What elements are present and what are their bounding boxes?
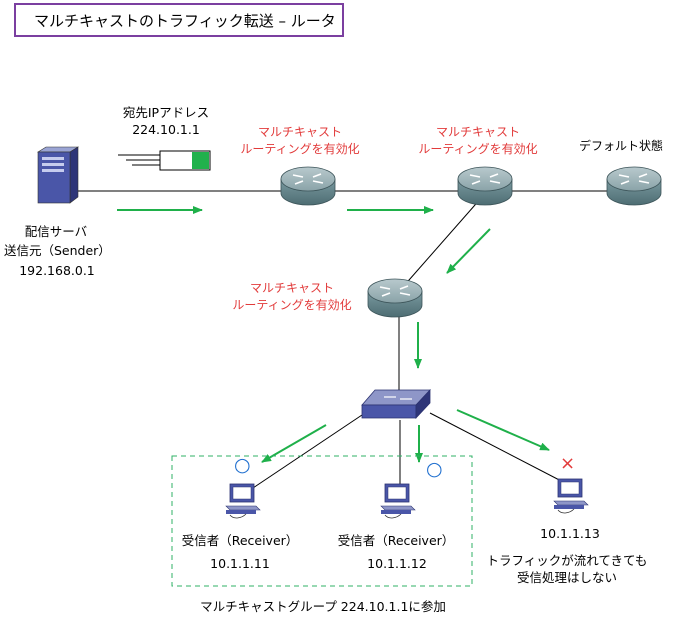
server-icon	[36, 146, 80, 204]
sender-ip: 192.168.0.1	[19, 263, 95, 278]
receiver1-label: 受信者（Receiver）	[181, 533, 299, 548]
switch-receiver1-cable	[249, 414, 363, 491]
router1-label: マルチキャスト ルーティングを有効化	[240, 125, 360, 156]
router-icon	[457, 166, 513, 206]
page-title: マルチキャストのトラフィック転送 – ルータ	[34, 11, 336, 30]
arrow-router2-router4	[446, 228, 491, 274]
router4-label: マルチキャスト ルーティングを有効化	[232, 281, 352, 312]
packet-label-line2: 224.10.1.1	[132, 122, 200, 137]
cables	[74, 190, 620, 491]
router-icon	[280, 166, 336, 206]
receiver1-ip: 10.1.1.11	[210, 556, 270, 571]
receiver2-ip: 10.1.1.12	[367, 556, 427, 571]
packet-icon	[118, 150, 211, 171]
router-icon	[606, 166, 662, 206]
host3-ip: 10.1.1.13	[540, 526, 600, 541]
packet-label: 宛先IPアドレス 224.10.1.1	[118, 104, 214, 138]
router-icon	[367, 278, 423, 318]
switch-host3-cable	[429, 412, 568, 485]
router2-label: マルチキャスト ルーティングを有効化	[418, 125, 538, 156]
receiver2-ok-mark: ○	[426, 458, 443, 480]
title-box: マルチキャストのトラフィック転送 – ルータ	[14, 3, 344, 37]
host3-note: トラフィックが流れてきても 受信処理はしない	[486, 553, 648, 585]
traffic-arrows	[117, 206, 550, 463]
pc-icon	[225, 483, 261, 519]
router3-label: デフォルト状態	[578, 139, 663, 153]
arrow-switch-host3	[456, 409, 550, 451]
sender-label: 配信サーバ 送信元（Sender）	[4, 224, 111, 258]
multicast-group-label: マルチキャストグループ 224.10.1.1に参加	[200, 599, 446, 614]
host3-ng-mark: ×	[560, 453, 576, 474]
pc-icon	[380, 483, 416, 519]
packet-label-line1: 宛先IPアドレス	[122, 105, 210, 120]
multicast-group-box	[171, 455, 473, 587]
switch-icon	[361, 388, 431, 420]
receiver2-label: 受信者（Receiver）	[337, 533, 455, 548]
receiver1-ok-mark: ○	[234, 454, 251, 476]
router2-router4-cable	[401, 196, 483, 289]
pc-icon	[553, 478, 589, 514]
